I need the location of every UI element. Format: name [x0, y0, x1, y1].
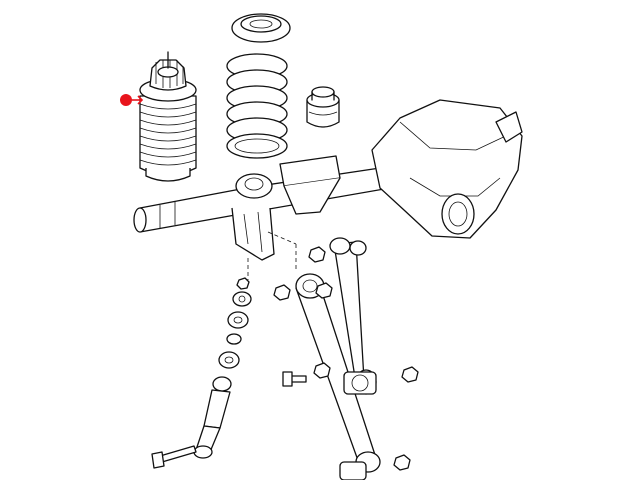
differential[interactable]: [371, 99, 523, 239]
nut[interactable]: [315, 282, 333, 299]
spring-isolator[interactable]: [231, 13, 291, 43]
jounce-bumper-cap: [149, 51, 187, 91]
isolator[interactable]: [218, 351, 240, 369]
shock-absorber-hardware: [218, 277, 252, 369]
washer[interactable]: [232, 291, 252, 307]
locator-lines: [247, 231, 297, 280]
air-spring-bellows[interactable]: [139, 51, 197, 182]
shock-absorber[interactable]: [193, 376, 232, 459]
nut[interactable]: [308, 246, 326, 263]
nut[interactable]: [236, 277, 250, 290]
mounting-bolt[interactable]: [151, 445, 197, 469]
nut[interactable]: [313, 362, 331, 379]
washer[interactable]: [226, 333, 242, 345]
highlight-callout: [120, 94, 144, 106]
highlight-dot: [120, 94, 132, 106]
bushing[interactable]: [339, 461, 367, 480]
isolator[interactable]: [227, 311, 249, 329]
bushing[interactable]: [343, 371, 377, 395]
mounting-bolt[interactable]: [282, 371, 307, 387]
nut[interactable]: [393, 454, 411, 471]
fastener-set: [273, 246, 419, 480]
nut[interactable]: [401, 366, 419, 383]
jounce-bumper[interactable]: [306, 86, 340, 128]
nut[interactable]: [273, 284, 291, 301]
coil-spring[interactable]: [226, 53, 288, 159]
rear-axle-housing[interactable]: [133, 155, 391, 261]
